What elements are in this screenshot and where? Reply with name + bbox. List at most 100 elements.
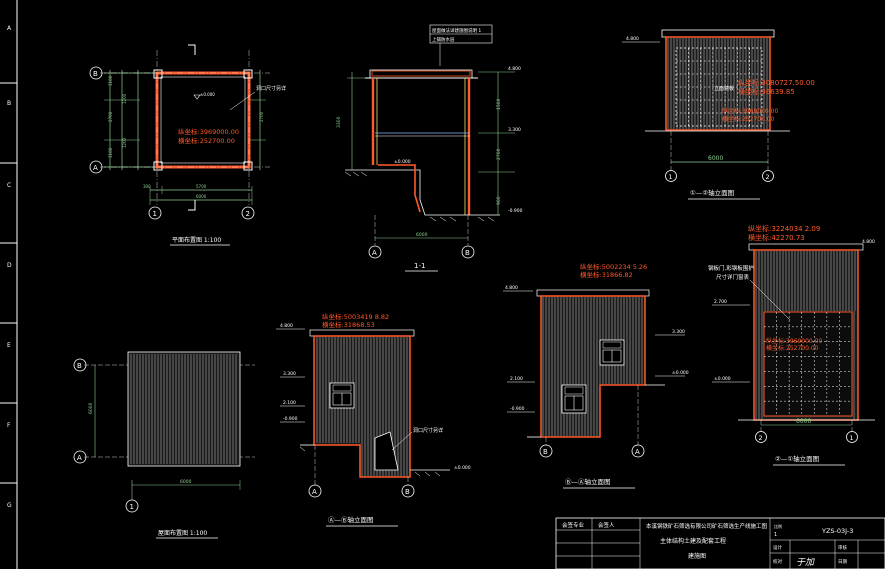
- elevba-coord-y: 纵坐标:5002234 5.26: [580, 262, 647, 271]
- section-note-2: 上铺防水层: [432, 36, 455, 43]
- section-level-3: ±0.000: [394, 159, 411, 165]
- elev21-coord-x: 横坐标:42270.73: [748, 233, 805, 242]
- section-dim-right-2: 2700: [496, 148, 502, 160]
- tb-col1: 会签专业: [562, 521, 585, 529]
- tb-company: 本溪钢铁矿石筛选有限公司矿石筛选生产线施工图: [646, 522, 768, 530]
- elev21-coord-mid-x: 横坐标:252700.00: [766, 344, 819, 352]
- elevation-b-a: 纵坐标:5002234 5.26 横坐标:31866.82 4.800 3.30…: [503, 262, 689, 489]
- plan-dim-side-3: 1200: [122, 93, 127, 104]
- elevab-coord-x: 横坐标:31868.53: [322, 320, 375, 329]
- roof-axis-a: A: [77, 454, 82, 462]
- elev12-axis-bubble-1: [665, 170, 677, 182]
- section-axis-b: B: [465, 249, 470, 257]
- tb-drawing: 建施图: [688, 552, 706, 560]
- elev12-title: ①—②轴立面图: [690, 188, 734, 197]
- elev12-coord-x: 横坐标:252700.00: [722, 115, 775, 123]
- roof-plan: 6000 6000 1 B A 屋面布置图 1:100: [73, 351, 255, 539]
- elevation-a-b: 纵坐标:5003419 8.82 横坐标:31868.53 洞口尺寸另详 4.8…: [276, 312, 471, 527]
- row-marker-a: A: [7, 25, 12, 32]
- title-block: 会签专业 会签人 本溪钢铁矿石筛选有限公司矿石筛选生产线施工图 主体结构土建及配…: [555, 517, 885, 569]
- plan-dim-side-2: 2700: [108, 111, 113, 122]
- elevba-axis-bubble-b: [539, 444, 553, 458]
- plan-dim-side-1: 1100: [108, 75, 113, 86]
- elev12-dim: 6000: [708, 155, 723, 162]
- elevab-coord-y: 纵坐标:5003419 8.82: [322, 312, 389, 321]
- elev12-axis-2: 2: [766, 173, 770, 181]
- elev21-axis-bubble-1: [846, 431, 858, 443]
- elevab-note: 洞口尺寸另详: [413, 427, 443, 434]
- plan-dim-left: 300: [143, 184, 151, 189]
- elev12-coord-y: 纵坐标:3969000.00: [722, 107, 778, 115]
- axis-label-1: 1: [153, 210, 157, 218]
- tb-role3: 审核: [838, 544, 847, 551]
- tb-sheet-no: YZS-03J-3: [821, 527, 853, 535]
- tb-signature: 于加: [796, 557, 815, 568]
- elev12-axis-1: 1: [669, 173, 673, 181]
- tb-scale-val: 1: [774, 532, 777, 538]
- elevation-1-2: 4.800 立面墙板 纵坐标:3080727.50.00 横坐标:36639.8…: [622, 29, 815, 200]
- axis-label-a: A: [93, 164, 98, 172]
- axis-bubble-a: [89, 160, 103, 174]
- section-dim-left-1: 3300: [336, 116, 342, 128]
- roof-axis-b: B: [77, 362, 82, 370]
- row-marker-c: C: [7, 182, 11, 189]
- section-title: 1-1: [414, 262, 425, 270]
- roof-axis-1: 1: [130, 503, 134, 511]
- tb-role1: 设计: [773, 544, 782, 551]
- plan-note: 洞口尺寸另详: [256, 85, 286, 92]
- elev21-coord-y: 纵坐标:3224034 2.09: [748, 224, 820, 233]
- row-marker-f: F: [7, 422, 11, 429]
- elevab-level-3: 2.100: [283, 400, 296, 406]
- tb-project: 主体结构土建及配套工程: [660, 537, 726, 545]
- row-marker-d: D: [7, 262, 12, 269]
- elev21-note-1: 钢板门,彩钢板围护: [708, 264, 754, 272]
- roof-axis-bubble-b: [73, 358, 87, 372]
- elevab-level-4: -0.900: [283, 416, 298, 422]
- plan-level: ±0.000: [200, 92, 215, 97]
- axis-bubble-1: [148, 206, 162, 220]
- row-marker-e: E: [7, 342, 11, 349]
- row-marker-b: B: [7, 100, 11, 107]
- elev21-level-2: 2.700: [714, 299, 727, 305]
- elev21-axis-1: 1: [850, 434, 854, 442]
- plan-coord-y: 纵坐标:3969000.00: [178, 127, 239, 136]
- plan-title: 平面布置图 1:100: [172, 236, 221, 244]
- elevab-title: Ⓐ—Ⓑ轴立面图: [328, 515, 374, 524]
- section-dim-right-3: 900: [496, 196, 502, 205]
- plan-dim-total: 6000: [196, 194, 207, 199]
- section-axis-a: A: [372, 249, 377, 257]
- elev21-axis-2: 2: [759, 434, 763, 442]
- section-dim-right-1: 1500: [496, 98, 502, 110]
- elev21-title: ②—①轴立面图: [775, 454, 819, 463]
- elevba-level-2: 3.300: [672, 329, 685, 335]
- section-note-1: 屋面做法详建施图说明 1: [432, 27, 481, 34]
- roof-axis-bubble-a: [73, 450, 87, 464]
- elev21-dim: 6000: [796, 418, 811, 425]
- elevba-level-4: ±0.000: [672, 370, 689, 376]
- elev12-coord-top-y: 纵坐标:3080727.50.00: [738, 78, 815, 87]
- plan-dim-side-4: 1200: [122, 137, 127, 148]
- tb-role2: 校对: [773, 558, 782, 565]
- plan-dim-mid: 5700: [196, 184, 207, 189]
- elev12-axis-bubble-2: [762, 170, 774, 182]
- roof-axis-bubble-1: [125, 499, 139, 513]
- elevba-axis-bubble-a: [631, 444, 645, 458]
- elev12-coord-top-x: 横坐标:36639.85: [738, 87, 795, 96]
- elevab-axis-a: A: [312, 488, 317, 496]
- elevba-coord-x: 横坐标:31866.82: [580, 270, 633, 279]
- roof-side-dim: 6000: [88, 402, 94, 414]
- plan-view: ±0.000 洞口尺寸另详 纵坐标:3969000.00 横坐标:252700.…: [89, 44, 286, 246]
- section-level-2: 3.300: [508, 127, 521, 133]
- section-axis-bubble-a: [368, 245, 382, 259]
- elevba-level-5: -0.900: [510, 406, 525, 412]
- roof-dim: 6000: [180, 479, 192, 485]
- elev21-level-3: ±0.000: [714, 376, 731, 382]
- elevab-level-5: ±0.000: [454, 465, 471, 471]
- elev12-level: 4.800: [626, 36, 639, 42]
- axis-bubble-b: [89, 66, 103, 80]
- elevab-axis-b: B: [405, 488, 410, 496]
- elevab-level-1: 4.800: [280, 323, 293, 329]
- axis-label-b: B: [93, 70, 98, 78]
- elevba-title: Ⓑ—Ⓐ轴立面图: [565, 477, 611, 486]
